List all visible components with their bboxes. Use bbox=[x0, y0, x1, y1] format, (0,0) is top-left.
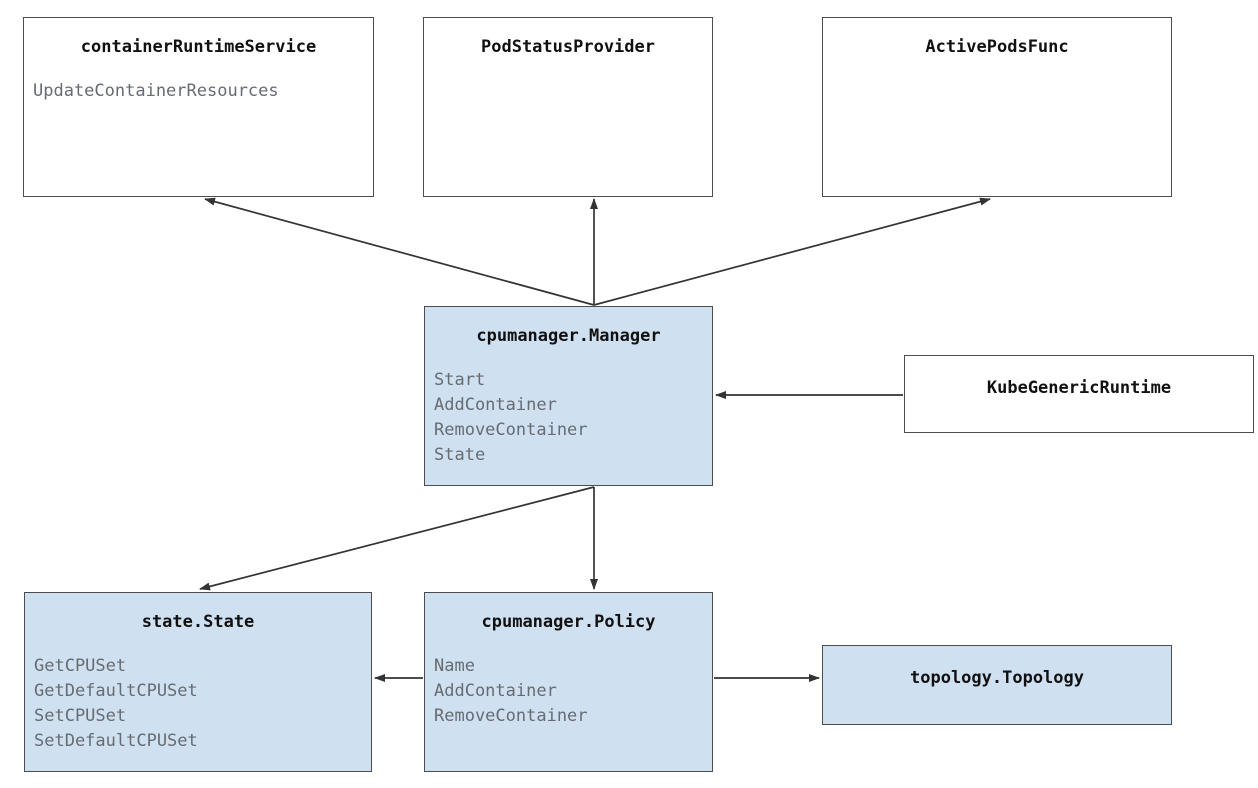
node-methods: Start AddContainer RemoveContainer State bbox=[434, 368, 712, 468]
method-item: Start bbox=[434, 370, 486, 390]
method-item: State bbox=[434, 445, 486, 465]
node-container-runtime-service[interactable]: containerRuntimeService UpdateContainerR… bbox=[23, 17, 374, 197]
node-active-pods-func[interactable]: ActivePodsFunc bbox=[822, 17, 1172, 197]
edge-manager-to-active-pods-func bbox=[593, 197, 991, 306]
node-title: ActivePodsFunc bbox=[925, 37, 1069, 57]
node-title: PodStatusProvider bbox=[481, 37, 655, 57]
method-item: UpdateContainerResources bbox=[33, 81, 279, 101]
node-title: containerRuntimeService bbox=[80, 37, 317, 57]
node-title: state.State bbox=[141, 612, 255, 632]
node-cpumanager-manager[interactable]: cpumanager.Manager Start AddContainer Re… bbox=[424, 306, 713, 486]
edge-manager-to-state-state bbox=[199, 486, 595, 591]
method-item: RemoveContainer bbox=[434, 706, 588, 726]
node-title: cpumanager.Manager bbox=[476, 326, 661, 346]
node-title: topology.Topology bbox=[910, 668, 1084, 688]
node-topology-topology[interactable]: topology.Topology bbox=[822, 645, 1172, 725]
node-methods: GetCPUSet GetDefaultCPUSet SetCPUSet Set… bbox=[34, 654, 371, 754]
node-methods: UpdateContainerResources bbox=[33, 79, 373, 104]
node-methods: Name AddContainer RemoveContainer bbox=[434, 654, 712, 729]
method-item: RemoveContainer bbox=[434, 420, 588, 440]
node-cpumanager-policy[interactable]: cpumanager.Policy Name AddContainer Remo… bbox=[424, 592, 713, 772]
method-item: GetCPUSet bbox=[34, 656, 127, 676]
node-title: cpumanager.Policy bbox=[481, 612, 656, 632]
node-title: KubeGenericRuntime bbox=[986, 378, 1172, 398]
method-item: GetDefaultCPUSet bbox=[34, 681, 198, 701]
method-item: AddContainer bbox=[434, 395, 557, 415]
node-pod-status-provider[interactable]: PodStatusProvider bbox=[423, 17, 713, 197]
method-item: AddContainer bbox=[434, 681, 557, 701]
method-item: Name bbox=[434, 656, 475, 676]
node-state-state[interactable]: state.State GetCPUSet GetDefaultCPUSet S… bbox=[24, 592, 372, 772]
method-item: SetDefaultCPUSet bbox=[34, 731, 198, 751]
method-item: SetCPUSet bbox=[34, 706, 127, 726]
edge-manager-to-container-runtime-service bbox=[204, 197, 595, 306]
node-kube-generic-runtime[interactable]: KubeGenericRuntime bbox=[904, 355, 1254, 433]
